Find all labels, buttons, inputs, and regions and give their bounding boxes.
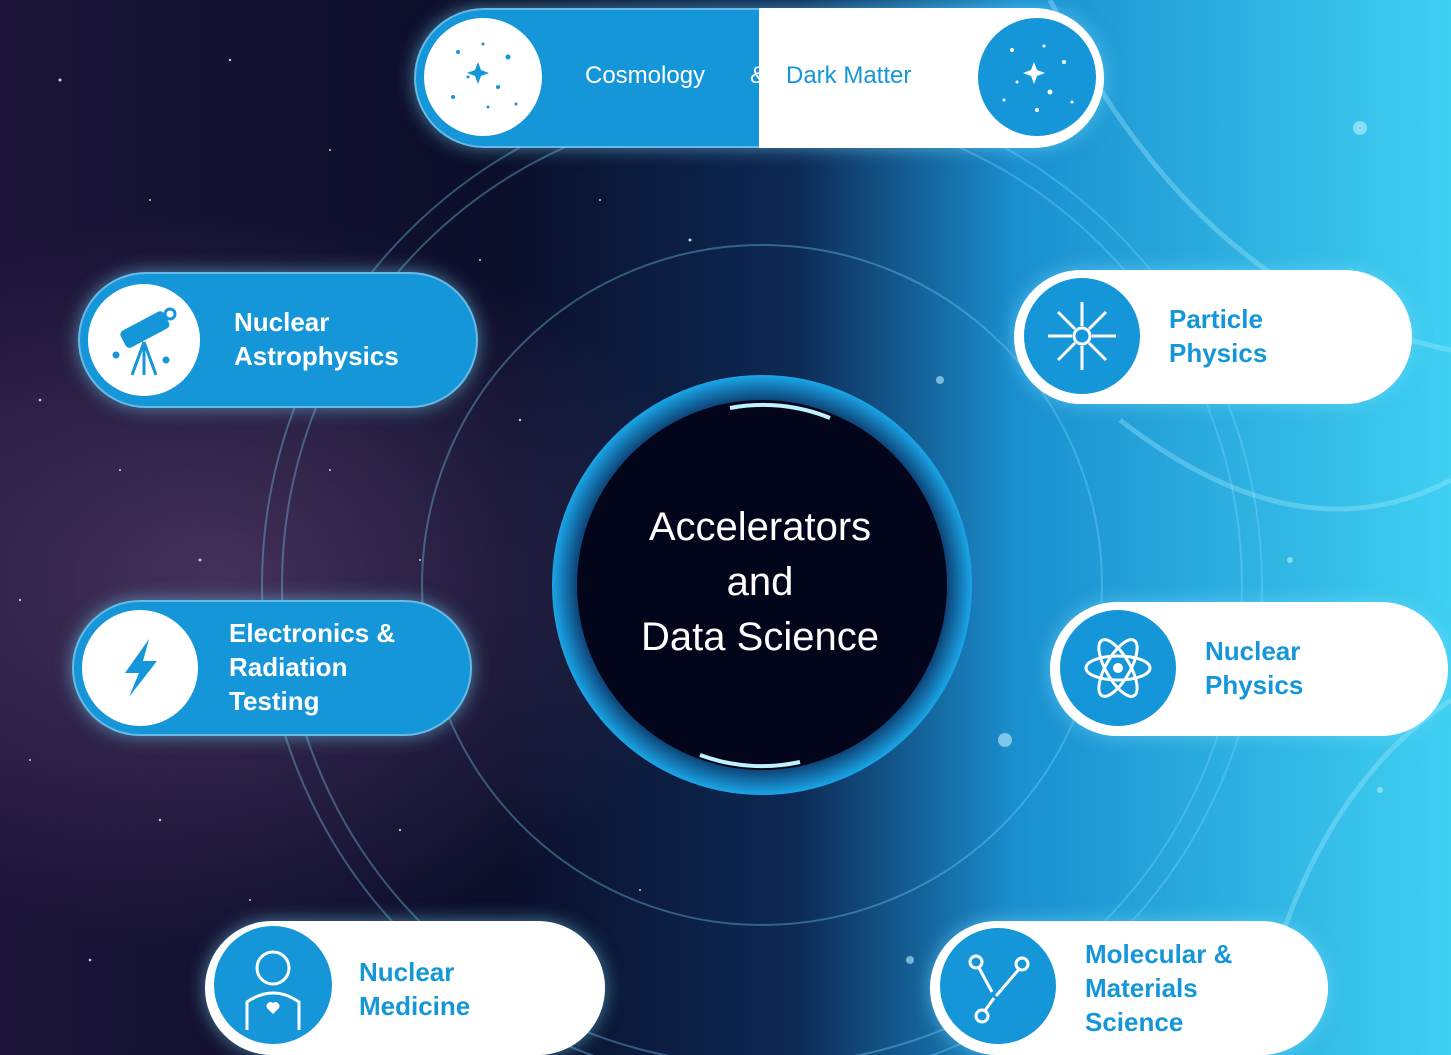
label-line: Nuclear (1205, 636, 1301, 666)
molecular-materials-label: Molecular & Materials Science (1085, 937, 1232, 1039)
stars-icon (978, 18, 1096, 136)
label-line: Physics (1205, 670, 1304, 700)
cosmology-label: Cosmology (585, 62, 706, 89)
nuclear-astrophysics-label: Nuclear Astrophysics (234, 305, 399, 373)
particle-physics-label: Particle Physics (1169, 302, 1267, 370)
ampersand-label: & (750, 62, 767, 89)
center-line-2: and (726, 560, 794, 604)
label-line: Radiation (229, 652, 348, 682)
label-line: Astrophysics (234, 341, 399, 371)
label-line: Medicine (359, 991, 471, 1021)
center-line-3: Data Science (641, 615, 879, 659)
particle-burst-icon (1024, 278, 1140, 394)
label-line: Molecular & (1085, 939, 1233, 969)
nuclear-physics-label: Nuclear Physics (1205, 634, 1303, 702)
molecule-icon (940, 928, 1056, 1044)
telescope-icon (88, 284, 200, 396)
label-line: Physics (1169, 338, 1268, 368)
nuclear-medicine-label: Nuclear Medicine (359, 955, 470, 1023)
label-line: Science (1085, 1007, 1184, 1037)
label-line: Nuclear (234, 307, 330, 337)
dark-matter-label: Dark Matter (786, 62, 912, 89)
person-icon (214, 926, 332, 1044)
label-line: Particle (1169, 304, 1263, 334)
label-line: Electronics & (229, 618, 396, 648)
label-line: Testing (229, 686, 320, 716)
center-line-1: Accelerators (648, 505, 872, 549)
label-line: Materials (1085, 973, 1198, 1003)
label-line: Nuclear (359, 957, 455, 987)
electronics-radiation-label: Electronics & Radiation Testing (229, 616, 395, 718)
center-title: Accelerators and Data Science (590, 500, 930, 665)
stars-icon (424, 18, 542, 136)
atom-icon (1060, 610, 1176, 726)
lightning-icon (82, 610, 198, 726)
